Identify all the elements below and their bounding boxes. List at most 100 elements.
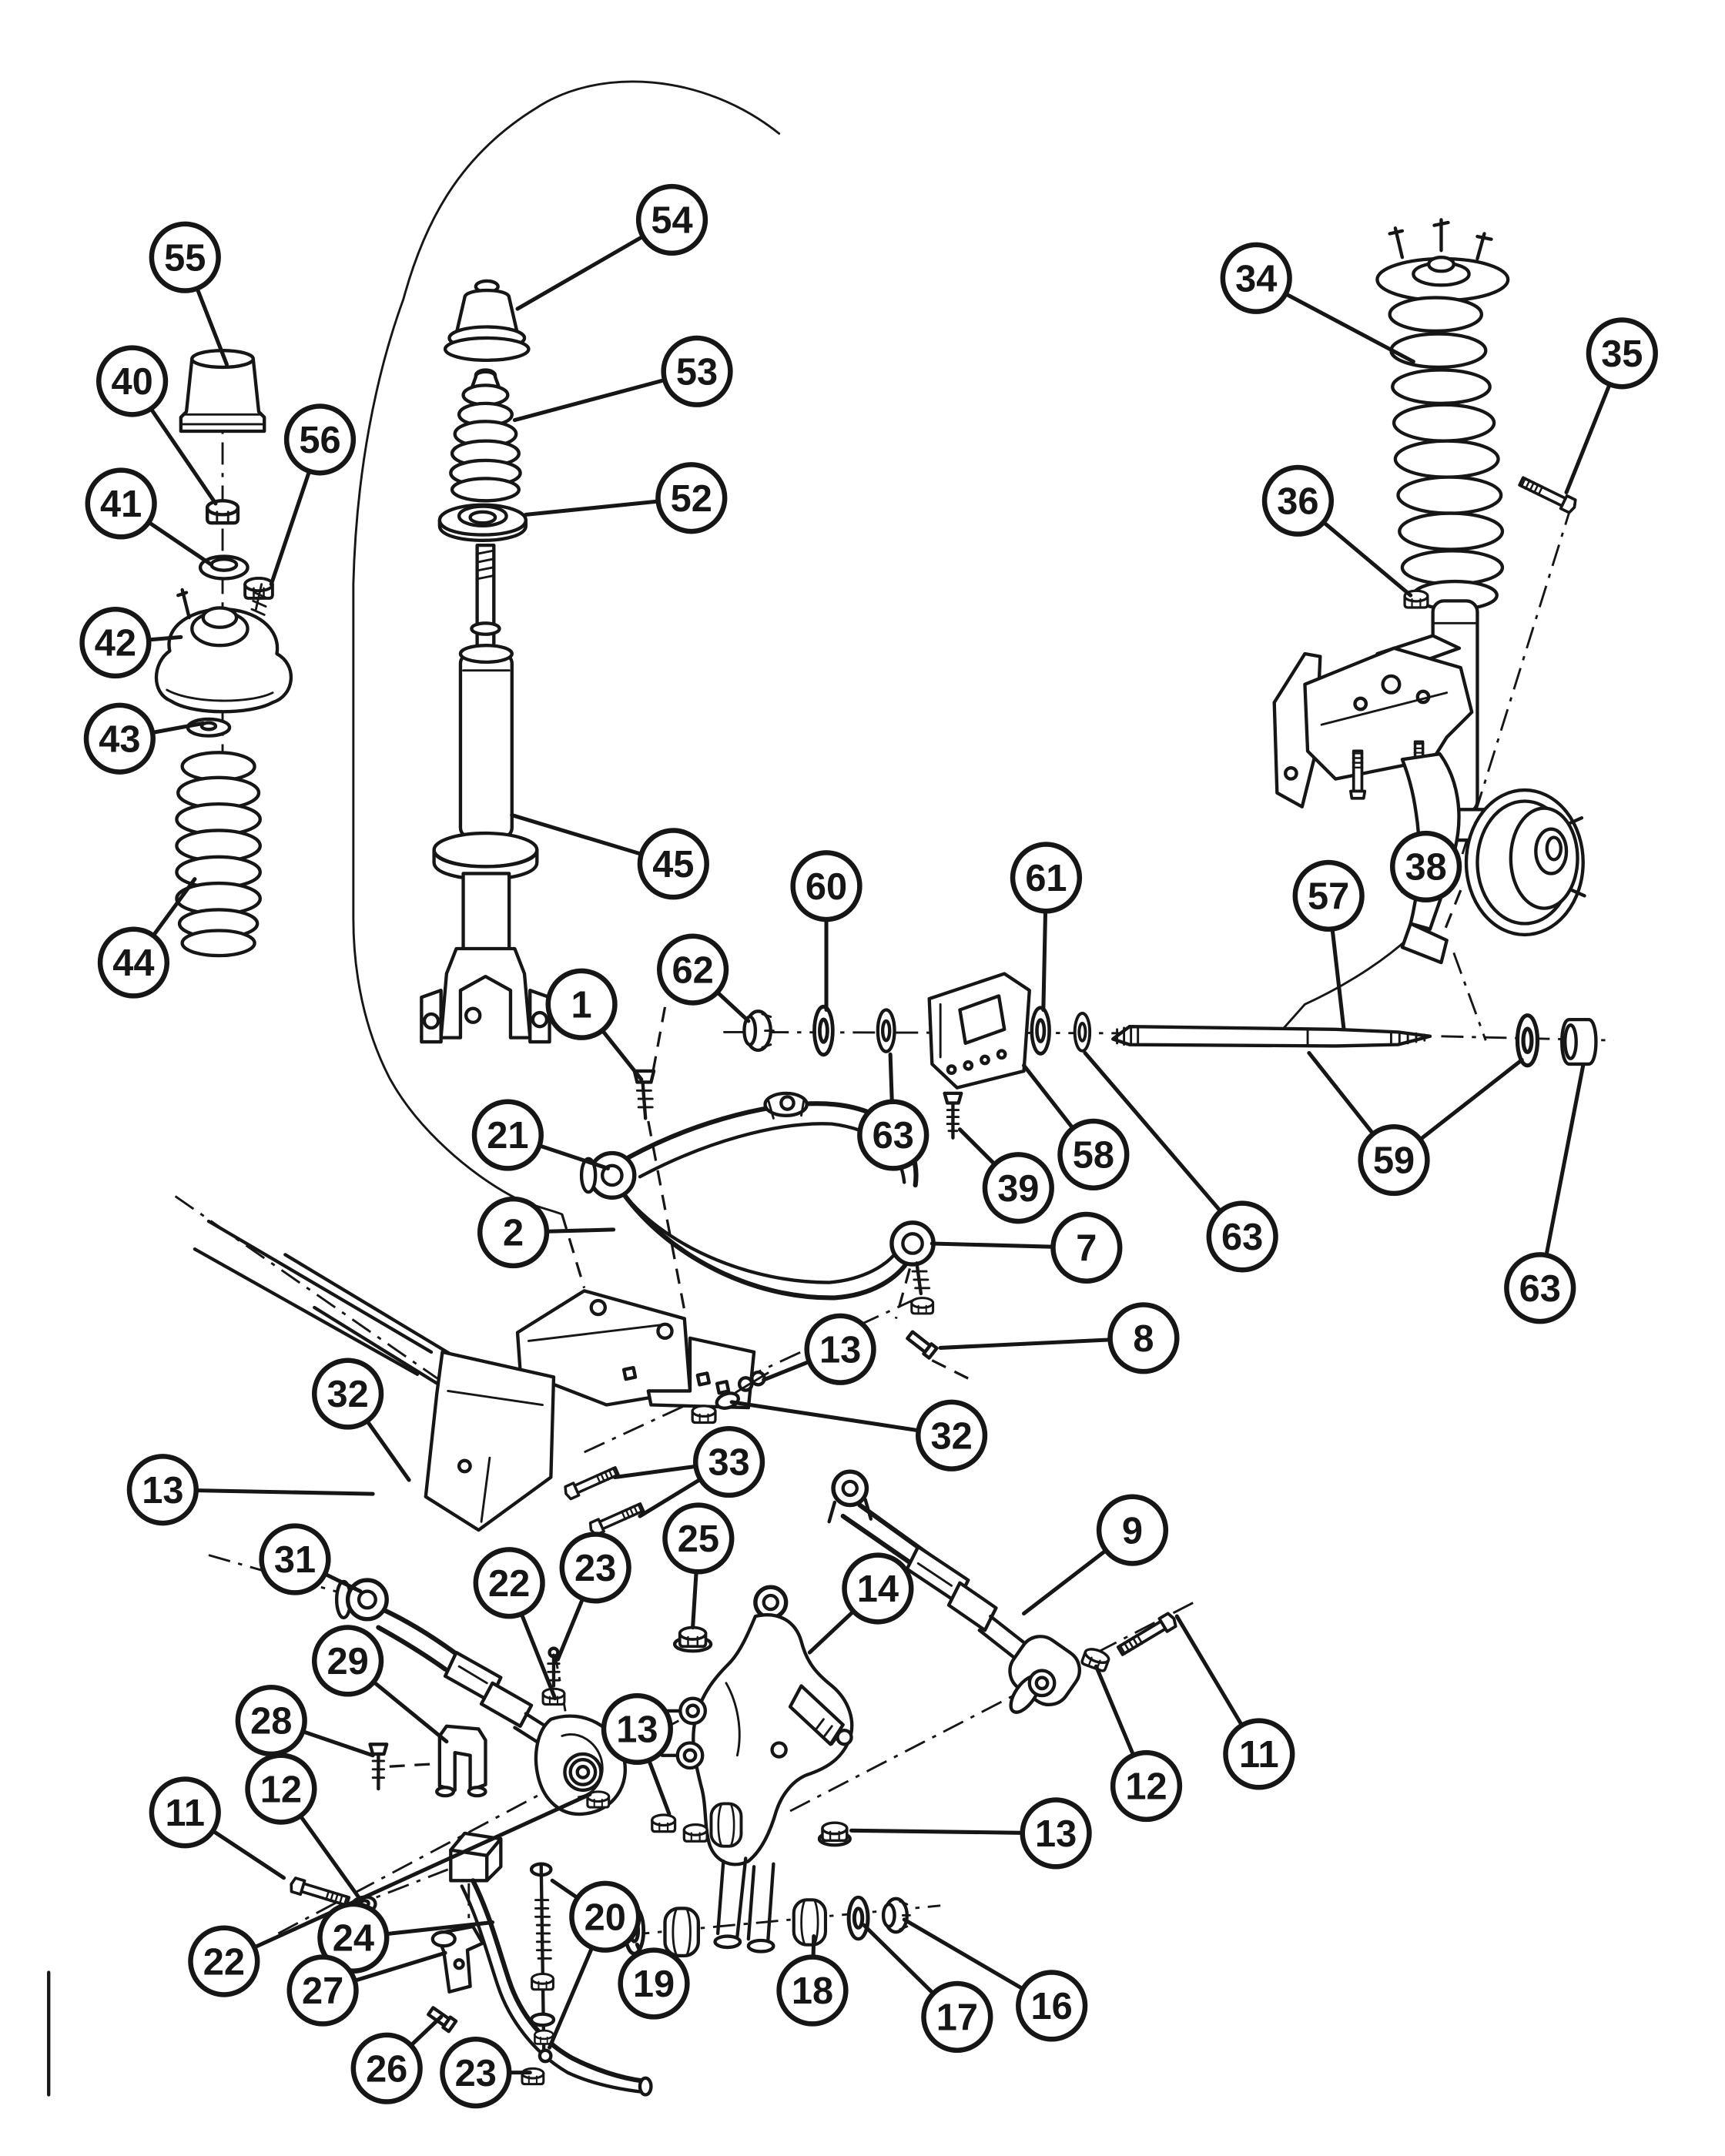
callout-16-label: 16 — [1031, 1986, 1073, 2027]
callout-27-label: 27 — [302, 1970, 343, 2012]
callout-24-label: 24 — [333, 1918, 374, 1960]
callout-59: 59 — [1307, 1050, 1524, 1197]
callout-57: 57 — [1292, 859, 1365, 1032]
bushing-part-18 — [794, 1900, 826, 1944]
callout-63c-circle — [1504, 1252, 1576, 1324]
callout-58-circle — [1057, 1118, 1130, 1190]
callout-32b-label: 32 — [327, 1374, 368, 1415]
callout-12b-label: 12 — [260, 1769, 302, 1810]
nut-part-16 — [881, 1897, 911, 1934]
callout-45-circle — [637, 828, 709, 900]
washer-part-60 — [814, 1006, 832, 1054]
callout-13d-label: 13 — [1035, 1813, 1077, 1855]
callout-25-circle — [662, 1502, 735, 1575]
shock-absorber-part-45 — [420, 543, 551, 1044]
callout-19-label: 19 — [633, 1964, 675, 2005]
washer-part-63-2 — [1073, 1012, 1092, 1053]
mount-bracket-part-38 — [1272, 634, 1474, 808]
callout-38-label: 38 — [1405, 847, 1446, 889]
bolt-part-28 — [368, 1743, 389, 1791]
callout-9-leader — [1022, 1549, 1107, 1616]
washer-part-43 — [186, 717, 232, 738]
link-part-9 — [827, 1469, 1081, 1714]
callout-55-label: 55 — [164, 237, 206, 279]
strut-bolt-part-35 — [1516, 474, 1579, 515]
callout-20-leader — [550, 1878, 579, 1900]
bolt-part-39 — [943, 1091, 963, 1140]
callout-1-label: 1 — [571, 984, 592, 1026]
callout-29: 29 — [312, 1625, 449, 1744]
callout-36-circle — [1261, 464, 1335, 537]
callout-59-circle — [1358, 1123, 1430, 1197]
callout-12b: 12 — [245, 1753, 364, 1903]
callout-32b: 32 — [312, 1358, 411, 1482]
callout-22b-label: 22 — [203, 1941, 245, 1983]
callout-20-circle — [569, 1880, 641, 1953]
callout-43-leader — [152, 721, 206, 735]
callout-22b-leader — [253, 1792, 592, 1949]
brake-rotor — [1464, 788, 1586, 937]
nut-part-13-left — [651, 1813, 677, 1833]
callout-27-circle — [286, 1954, 359, 2027]
callout-35-circle — [1586, 317, 1658, 390]
callout-35: 35 — [1564, 317, 1658, 495]
callout-63c: 63 — [1504, 1063, 1586, 1324]
callout-32b-circle — [312, 1358, 384, 1430]
callout-40-circle — [96, 345, 169, 417]
callout-52-circle — [655, 462, 728, 534]
track-bar-group — [334, 1578, 627, 1816]
callout-13b: 13 — [126, 1454, 375, 1526]
callout-11b-label: 11 — [165, 1793, 205, 1834]
callout-11a-circle — [1223, 1718, 1295, 1790]
washer-part-17 — [849, 1897, 868, 1939]
callout-13a: 13 — [762, 1313, 876, 1385]
callout-36-leader — [1322, 521, 1413, 598]
end-cap-part-63-3 — [1560, 1017, 1598, 1066]
frame-rail-line — [283, 1253, 472, 1368]
callout-25-label: 25 — [678, 1518, 719, 1560]
callout-44-leader — [152, 877, 197, 937]
track-bar-part-31 — [334, 1578, 627, 1816]
jounce-cup-part-55 — [179, 349, 266, 434]
callout-53: 53 — [512, 335, 733, 423]
callout-43: 43 — [83, 702, 206, 775]
callout-22b: 22 — [188, 1792, 592, 1997]
adjustable-link-group — [827, 1469, 1180, 1714]
callout-41-circle — [85, 467, 157, 540]
link-part-20 — [529, 1862, 556, 2064]
callout-18-leader — [811, 1934, 816, 1958]
callout-2: 2 — [477, 1196, 616, 1269]
callout-31-leader — [324, 1572, 363, 1594]
callout-13a-label: 13 — [819, 1329, 861, 1371]
frame-rail-line — [193, 1247, 420, 1376]
stabilizer-bar-part-24 — [460, 1878, 653, 2097]
callout-56-circle — [283, 403, 357, 476]
callout-13b-leader — [195, 1488, 375, 1496]
callout-13b-circle — [126, 1454, 199, 1526]
callout-39-label: 39 — [997, 1168, 1039, 1210]
pinch-bolt-part-1 — [632, 1069, 656, 1120]
callout-16-circle — [1016, 1970, 1088, 2042]
callout-28: 28 — [235, 1684, 375, 1758]
callout-59-label: 59 — [1373, 1140, 1415, 1182]
callout-39-circle — [982, 1152, 1054, 1224]
callout-41-leader — [148, 521, 214, 567]
callout-60-circle — [790, 850, 862, 922]
callout-61-label: 61 — [1025, 858, 1067, 899]
callout-24-leader — [386, 1920, 495, 1936]
callout-63b-leader — [1083, 1050, 1222, 1213]
bracket-bolt — [1349, 749, 1367, 800]
callout-1-leader — [601, 1029, 644, 1082]
callout-53-label: 53 — [676, 351, 718, 393]
callout-17: 17 — [862, 1923, 993, 2053]
callout-54-label: 54 — [651, 200, 692, 242]
callout-11a-leader — [1174, 1614, 1244, 1726]
nut-part-25 — [672, 1625, 713, 1653]
clamp-dash — [389, 1762, 437, 1768]
washer-part-41 — [198, 554, 250, 581]
callout-58-label: 58 — [1073, 1135, 1114, 1177]
bushing-19 — [665, 1908, 698, 1955]
dust-boot-cap-part-54 — [443, 279, 531, 363]
callout-8: 8 — [938, 1302, 1180, 1374]
